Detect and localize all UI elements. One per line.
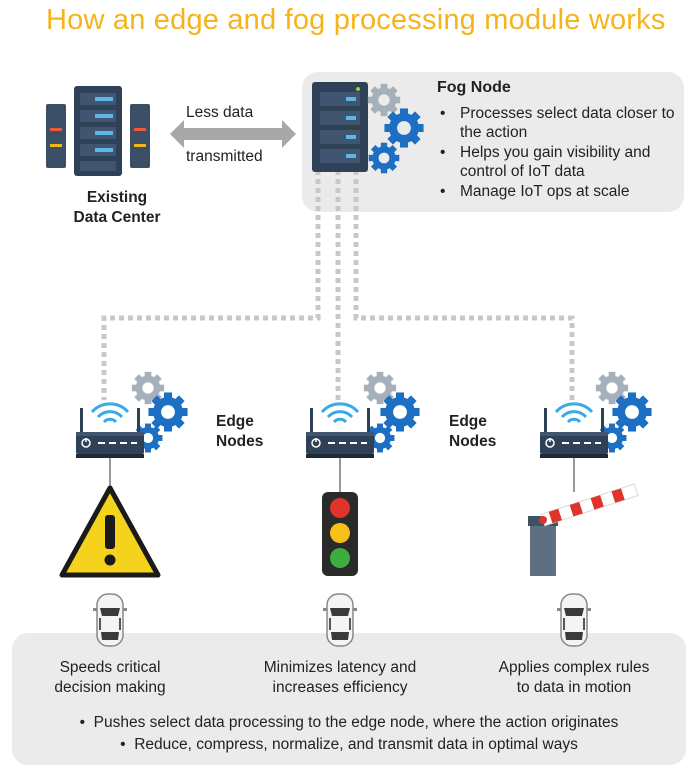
fog-server-icon <box>312 82 368 172</box>
page-title: How an edge and fog processing module wo… <box>46 4 666 36</box>
fog-node-bullets: Processes select data closer to the acti… <box>438 104 688 202</box>
car-icon <box>556 593 592 647</box>
caption-line1: Speeds critical <box>59 659 161 676</box>
data-center-label-line1: Existing <box>86 189 148 206</box>
warning-sign-icon <box>59 485 161 578</box>
fog-node-title: Fog Node <box>437 79 511 96</box>
bullet-dot: • <box>120 736 135 753</box>
bottom-bullet-1: • Pushes select data processing to the e… <box>12 714 686 732</box>
bottom-bullet-text: Pushes select data processing to the edg… <box>93 714 619 731</box>
data-center-label: Existing Data Center <box>62 188 172 228</box>
edge-node-right <box>538 372 652 492</box>
caption-line1: Applies complex rules <box>498 659 650 676</box>
fog-bullet: Manage IoT ops at scale <box>438 182 688 201</box>
caption-line2: increases efficiency <box>272 679 408 696</box>
car-icon <box>322 593 358 647</box>
edge-node-center <box>304 372 420 492</box>
double-arrow-icon <box>170 120 296 148</box>
bottom-bullet-2: • Reduce, compress, normalize, and trans… <box>12 736 686 754</box>
connector-left <box>101 170 321 400</box>
caption-left: Speeds critical decision making <box>10 658 210 698</box>
edge-nodes-label-left: Edge Nodes <box>216 412 263 452</box>
caption-line2: to data in motion <box>516 679 632 696</box>
edge-nodes-label-line2: Nodes <box>449 433 497 450</box>
bottom-bullet-text: Reduce, compress, normalize, and transmi… <box>134 736 578 753</box>
edge-nodes-label-line2: Nodes <box>216 433 264 450</box>
edge-nodes-label-line1: Edge <box>449 413 487 430</box>
caption-line2: decision making <box>54 679 166 696</box>
fog-bullet: Processes select data closer to the acti… <box>438 104 688 142</box>
barrier-gate-icon <box>528 483 639 576</box>
arrow-label-bottom: transmitted <box>186 148 263 165</box>
gear-icon <box>368 84 424 173</box>
fog-bullet: Helps you gain visibility and control of… <box>438 143 688 181</box>
edge-nodes-label-right: Edge Nodes <box>449 412 496 452</box>
edge-nodes-label-line1: Edge <box>216 413 254 430</box>
bullet-dot: • <box>79 714 94 731</box>
caption-line1: Minimizes latency and <box>263 659 417 676</box>
arrow-label-top: Less data <box>186 104 254 121</box>
server-rack-icon <box>46 86 150 176</box>
data-center-label-line2: Data Center <box>73 209 161 226</box>
caption-right: Applies complex rules to data in motion <box>474 658 674 698</box>
edge-node-left <box>74 372 188 492</box>
connector-right <box>353 170 575 400</box>
traffic-light-icon <box>322 492 358 576</box>
benefits-panel <box>12 633 686 765</box>
car-icon <box>92 593 128 647</box>
caption-center: Minimizes latency and increases efficien… <box>240 658 440 698</box>
